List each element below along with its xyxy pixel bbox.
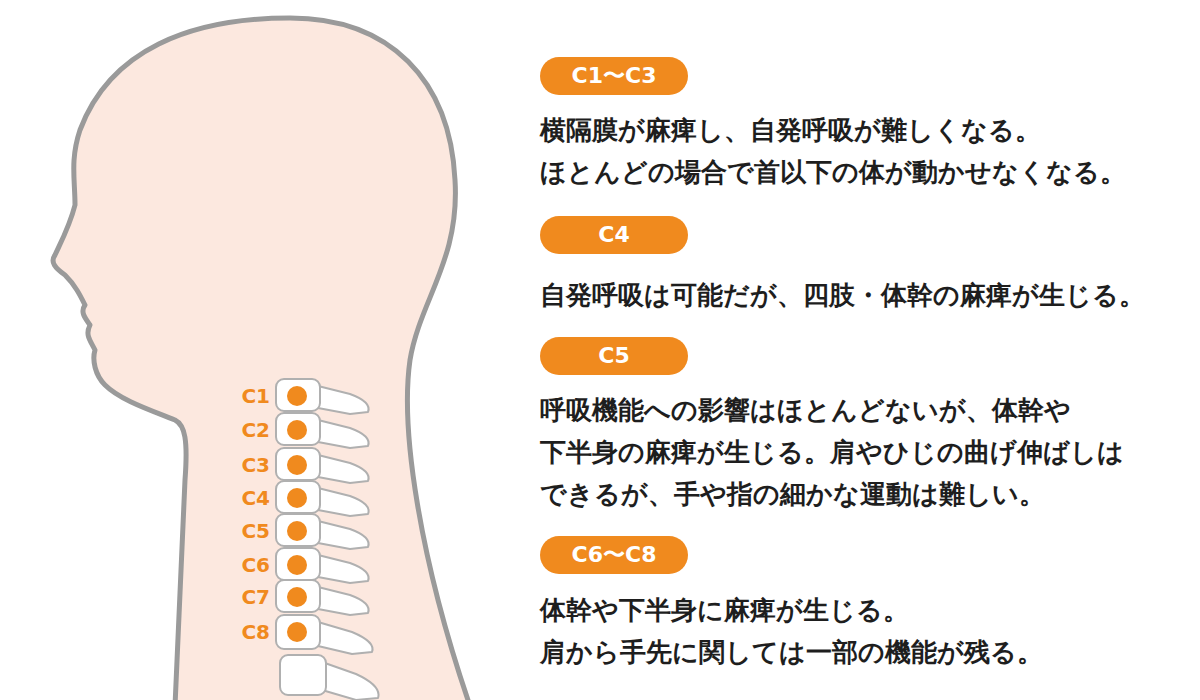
vertebra-body [276, 615, 320, 649]
level-pill: C5 [540, 337, 688, 375]
vertebra-dot [287, 420, 307, 440]
spinous-process [318, 488, 369, 516]
vertebra-dot [287, 555, 307, 575]
vertebra-dot [287, 455, 307, 475]
spinous-process [318, 622, 373, 654]
spinous-process [318, 386, 369, 414]
level-pill: C6〜C8 [540, 536, 688, 574]
vertebra-label: C2 [200, 418, 270, 442]
vertebra-label: C8 [200, 620, 270, 644]
vertebra-label: C7 [200, 585, 270, 609]
description-text: 横隔膜が麻痺し、自発呼吸が難しくなる。 ほとんどの場合で首以下の体が動かせなくな… [540, 109, 1160, 193]
description-text: 自発呼吸は可能だが、四肢・体幹の麻痺が生じる。 [540, 274, 1160, 316]
level-label: C6〜C8 [572, 542, 657, 568]
description-text: 体幹や下半身に麻痺が生じる。 肩から手先に関しては一部の機能が残る。 [540, 589, 1160, 673]
spinous-process [318, 521, 369, 549]
vertebra-dot [287, 488, 307, 508]
spine [276, 379, 379, 700]
level-label: C1〜C3 [572, 63, 657, 89]
vertebra-label: C4 [200, 486, 270, 510]
level-label: C4 [598, 222, 629, 248]
vertebra-label: C1 [200, 384, 270, 408]
spinous-process [318, 420, 369, 448]
vertebra-label: C3 [200, 453, 270, 477]
spinous-process [318, 555, 369, 583]
spinous-process [318, 587, 369, 615]
vertebra-body [276, 448, 320, 480]
vertebra-body [276, 481, 320, 513]
vertebra-label: C6 [200, 553, 270, 577]
spinous-process [322, 662, 379, 700]
vertebra-body [276, 514, 320, 546]
vertebra-body [276, 548, 320, 580]
vertebra-body [276, 580, 320, 612]
vertebra-body [276, 413, 320, 445]
level-pill: C1〜C3 [540, 57, 688, 95]
vertebra-dots [287, 386, 307, 642]
vertebra-dot [287, 386, 307, 406]
vertebra-body [276, 379, 320, 411]
vertebra-dot [287, 622, 307, 642]
vertebra-dot [287, 587, 307, 607]
spinous-process [318, 455, 369, 483]
level-label: C5 [598, 343, 629, 369]
vertebra-body [280, 655, 326, 695]
head-silhouette [53, 18, 470, 700]
description-text: 呼吸機能への影響はほとんどないが、体幹や 下半身の麻痺が生じる。肩やひじの曲げ伸… [540, 389, 1160, 515]
vertebra-dot [287, 521, 307, 541]
level-pill: C4 [540, 216, 688, 254]
vertebra-label: C5 [200, 519, 270, 543]
